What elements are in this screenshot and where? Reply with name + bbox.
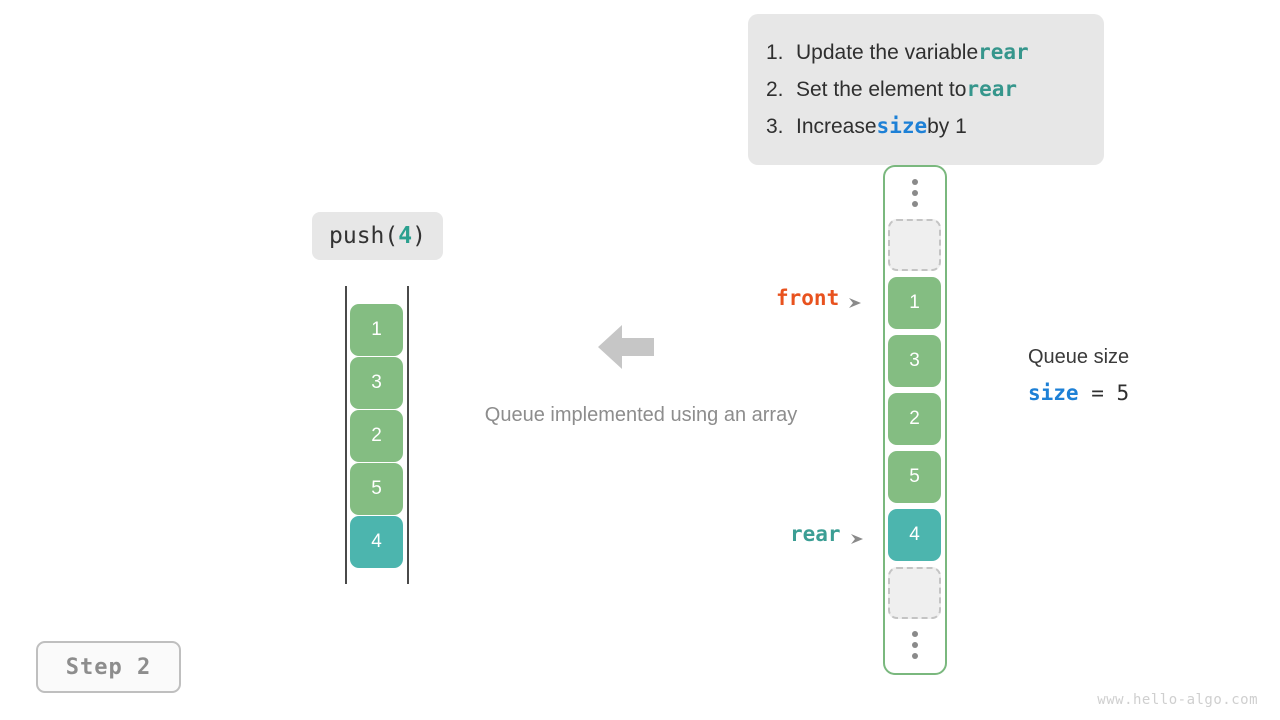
step-badge: Step 2 [36,641,181,693]
left-array-cell: 3 [350,357,403,409]
instruction-step-1-code: rear [978,40,1029,64]
instruction-step-1-text: Update the variable [796,41,979,64]
instruction-step-1: 1. Update the variable rear [766,34,1082,71]
instruction-step-3-text: Increase [796,115,877,138]
right-array-cell-empty [888,567,941,619]
instruction-step-1-number: 1. [766,41,784,64]
left-array-cells: 1 3 2 5 4 [350,304,403,568]
right-ring-buffer: 1 3 2 5 4 [883,165,947,675]
instruction-step-3-suffix: by 1 [927,115,967,138]
left-array-rail-right [407,286,409,584]
queue-size-operator: = [1091,381,1104,405]
operation-label: push(4) [312,212,443,260]
pointer-arrow-icon [850,527,866,544]
vertical-ellipsis-icon-top [888,173,941,213]
left-arrow-icon [596,322,656,372]
queue-size-title: Queue size [1028,346,1130,368]
instruction-step-2: 2. Set the element to rear [766,71,1082,108]
right-array-cell: 5 [888,451,941,503]
left-array-rail-left [345,286,347,584]
rear-pointer-label: rear [790,522,866,546]
left-array-cell: 5 [350,463,403,515]
diagram-caption: Queue implemented using an array [484,404,798,426]
front-pointer-label: front [776,286,864,310]
front-pointer-text: front [776,286,840,310]
right-array-cell-new: 4 [888,509,941,561]
instruction-step-2-text: Set the element to [796,78,967,101]
rear-pointer-text: rear [790,522,841,546]
left-array-cell-new: 4 [350,516,403,568]
right-array-cell: 1 [888,277,941,329]
instruction-step-3-number: 3. [766,115,784,138]
instruction-step-2-code: rear [966,77,1018,101]
instruction-panel: 1. Update the variable rear 2. Set the e… [748,14,1104,165]
instruction-step-2-number: 2. [766,78,784,101]
queue-size-readout: Queue size size = 5 [1028,342,1129,406]
right-array-cell: 3 [888,335,941,387]
vertical-ellipsis-icon-bottom [888,625,941,665]
instruction-step-3-code: size [876,114,928,138]
queue-size-variable: size [1028,381,1079,405]
operation-label-suffix: ) [412,223,426,249]
left-queue-array: 1 3 2 5 4 [345,286,409,584]
operation-label-argument: 4 [398,223,413,249]
right-array-cell-empty [888,219,941,271]
left-array-cell: 2 [350,410,403,462]
queue-size-expression: size = 5 [1028,380,1129,406]
watermark: www.hello-algo.com [1097,692,1258,708]
right-array-cells: 1 3 2 5 4 [888,173,941,665]
left-array-cell: 1 [350,304,403,356]
right-array-cell: 2 [888,393,941,445]
operation-label-prefix: push( [329,223,399,249]
pointer-arrow-icon [848,291,864,308]
instruction-step-3: 3. Increase size by 1 [766,108,1082,145]
queue-size-value: 5 [1116,381,1130,405]
